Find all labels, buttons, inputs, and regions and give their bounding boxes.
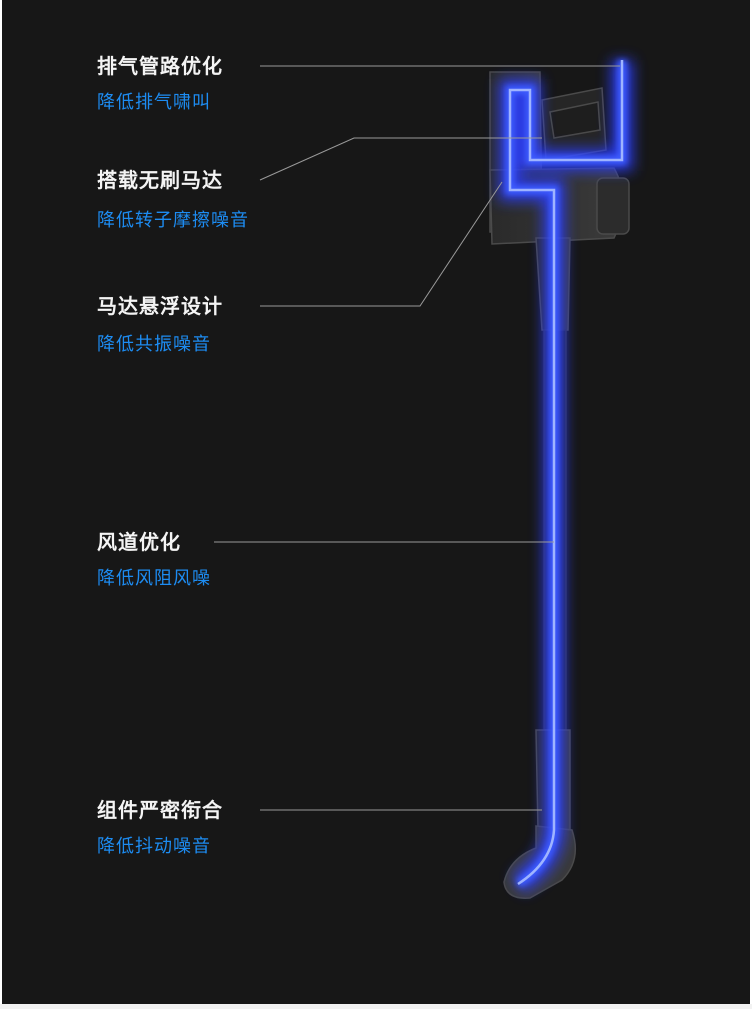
feature-exhaust: 排气管路优化 降低排气啸叫: [97, 54, 223, 114]
feature-title: 搭载无刷马达: [97, 168, 223, 192]
feature-subtitle: 降低共振噪音: [97, 334, 211, 355]
leader-line-suspension: [260, 181, 503, 307]
feature-subtitle: 降低抖动噪音: [97, 836, 211, 857]
feature-subtitle: 降低排气啸叫: [97, 92, 211, 113]
feature-title: 风道优化: [97, 530, 181, 554]
feature-title: 排气管路优化: [97, 54, 223, 78]
feature-title: 组件严密衔合: [97, 798, 223, 822]
feature-tight-assembly: 组件严密衔合 降低抖动噪音: [97, 798, 223, 858]
feature-motor-suspension: 马达悬浮设计 降低共振噪音: [97, 294, 223, 356]
feature-subtitle: 降低风阻风噪: [97, 568, 211, 589]
feature-title: 马达悬浮设计: [97, 294, 223, 318]
leader-line-motor: [259, 137, 542, 181]
feature-subtitle: 降低转子摩擦噪音: [97, 210, 249, 231]
feature-airduct: 风道优化 降低风阻风噪: [97, 530, 211, 590]
feature-brushless-motor: 搭载无刷马达 降低转子摩擦噪音: [97, 168, 249, 232]
airflow-glow: [499, 60, 633, 894]
leader-lines: [214, 65, 620, 811]
footer-strip: [0, 1004, 752, 1009]
